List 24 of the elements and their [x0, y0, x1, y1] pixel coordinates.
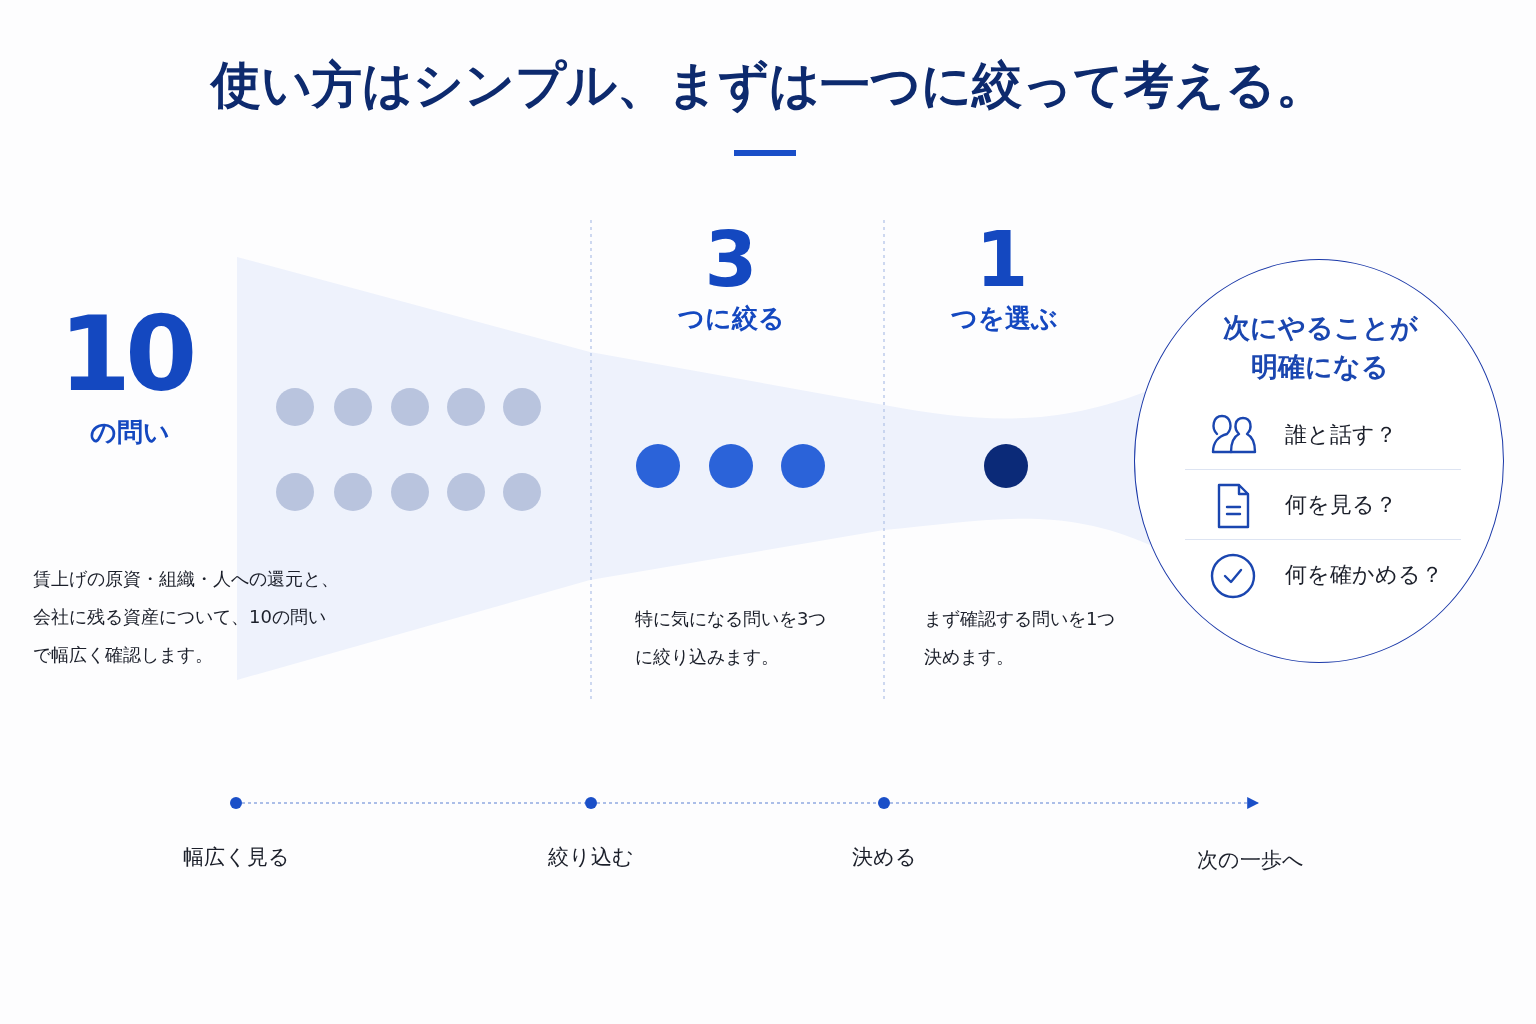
connector-line — [241, 802, 586, 804]
stage-caption: の問い — [89, 416, 171, 449]
timeline-dot — [878, 797, 890, 809]
question-text: 誰と話す？ — [1285, 421, 1397, 449]
question-text: 何を確かめる？ — [1285, 561, 1443, 589]
big-number: 1 — [974, 215, 1030, 304]
stage-caption: つに絞る — [676, 302, 786, 335]
question-text: 何を見る？ — [1285, 491, 1397, 519]
stage-caption: つを選ぶ — [949, 302, 1059, 335]
connector-line — [596, 802, 879, 804]
step-label: 絞り込む — [547, 844, 635, 871]
timeline-dot — [585, 797, 597, 809]
timeline-dot — [230, 797, 242, 809]
description: 特に気になる問いを3つに絞り込みます。 — [635, 607, 828, 669]
title: 使い方はシンプル、まずは一つに絞って考える。 — [209, 55, 1327, 116]
big-number: 10 — [57, 293, 193, 415]
arrow — [889, 797, 1260, 809]
step-label: 幅広く見る — [181, 844, 291, 871]
step-label: 次の一歩へ — [1195, 847, 1305, 874]
step-label: 決める — [850, 844, 918, 871]
circle-heading: 次にやることが明確になる — [1221, 311, 1419, 384]
big-number: 3 — [703, 215, 759, 304]
description: 賃上げの原資・組織・人への還元と、会社に残る資産について、10の問いで幅広く確認します。 — [33, 567, 340, 667]
description: まず確認する問いを1つ決めます。 — [924, 607, 1117, 669]
